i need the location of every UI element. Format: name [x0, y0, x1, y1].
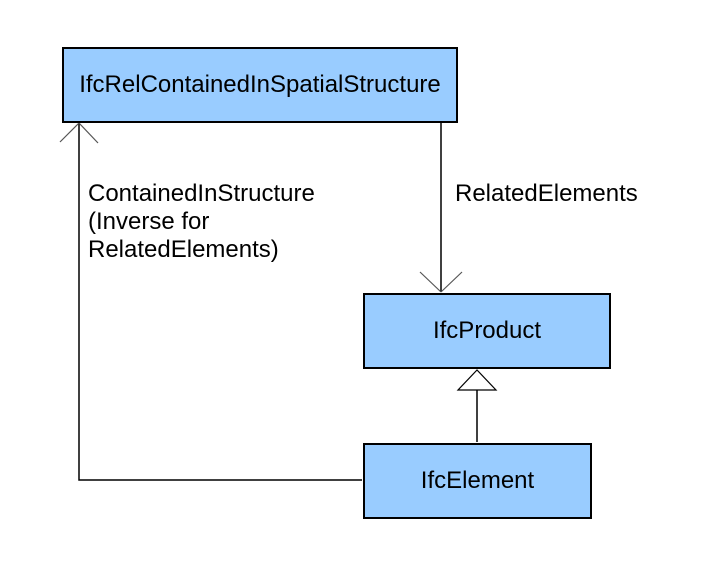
node-ifc-element: IfcElement	[363, 443, 592, 519]
open-arrowhead-up-right-wing-icon	[78, 122, 99, 144]
edge-label-line: ContainedInStructure	[88, 180, 315, 207]
edge-label-related-elements: RelatedElements	[455, 180, 638, 208]
node-label: IfcElement	[420, 467, 535, 494]
hollow-triangle-arrowhead-icon	[456, 369, 498, 391]
open-arrowhead-down-right-wing-icon	[440, 271, 463, 293]
node-label: IfcProduct	[432, 317, 542, 344]
node-ifc-rel-contained-in-spatial-structure: IfcRelContainedInSpatialStructure	[62, 47, 458, 123]
contained-in-structure-connector-line	[78, 124, 362, 481]
open-arrowhead-down-left-wing-icon	[419, 271, 442, 293]
node-ifc-product: IfcProduct	[363, 293, 611, 369]
edge-label-contained-in-structure: ContainedInStructure (Inverse for Relate…	[88, 180, 315, 264]
edge-label-line: RelatedElements)	[88, 236, 279, 263]
open-arrowhead-up-left-wing-icon	[59, 122, 80, 143]
node-label: IfcRelContainedInSpatialStructure	[79, 71, 441, 98]
edge-label-line: RelatedElements	[455, 180, 638, 207]
edge-label-line: (Inverse for	[88, 208, 210, 235]
